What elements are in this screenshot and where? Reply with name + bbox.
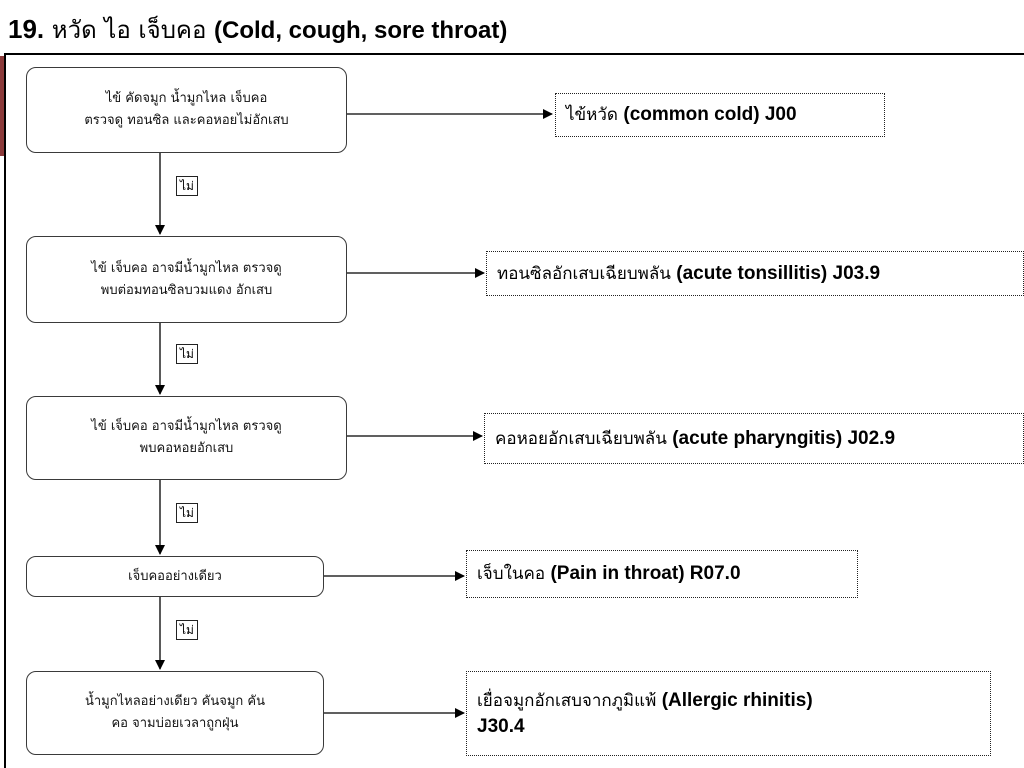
title-english: (Cold, cough, sore throat) (214, 17, 508, 44)
result-thai: คอหอยอักเสบเฉียบพลัน (495, 428, 667, 449)
diagram-frame (4, 53, 1024, 768)
condition-line: ไข้ คัดจมูก น้ำมูกไหล เจ็บคอ (105, 91, 268, 106)
condition-line: ตรวจดู ทอนซิล และคอหอยไม่อักเสบ (84, 113, 289, 128)
condition-box-3: ไข้ เจ็บคอ อาจมีน้ำมูกไหล ตรวจดู พบคอหอย… (26, 396, 347, 480)
no-label-text: ไม่ (180, 347, 194, 361)
page-title: 19. หวัด ไอ เจ็บคอ (Cold, cough, sore th… (8, 10, 1018, 48)
result-box-acute-pharyngitis: คอหอยอักเสบเฉียบพลัน (acute pharyngitis)… (484, 413, 1024, 464)
result-row: เยื่อจมูกอักเสบจากภูมิแพ้ (Allergic rhin… (477, 688, 813, 714)
result-thai: เจ็บในคอ (477, 564, 546, 584)
condition-box-1: ไข้ คัดจมูก น้ำมูกไหล เจ็บคอ ตรวจดู ทอนซ… (26, 67, 347, 153)
no-label-4: ไม่ (176, 620, 198, 640)
result-row: J30.4 (477, 714, 525, 740)
result-box-acute-tonsillitis: ทอนซิลอักเสบเฉียบพลัน (acute tonsillitis… (486, 251, 1024, 296)
condition-line: ไข้ เจ็บคอ อาจมีน้ำมูกไหล ตรวจดู (91, 419, 282, 434)
no-label-2: ไม่ (176, 344, 198, 364)
result-code: J30.4 (477, 715, 525, 737)
result-english: (acute pharyngitis) J02.9 (672, 427, 896, 449)
condition-box-4: เจ็บคออย่างเดียว (26, 556, 324, 597)
page-edge-marker (0, 56, 4, 156)
result-box-pain-in-throat: เจ็บในคอ (Pain in throat) R07.0 (466, 550, 858, 598)
condition-box-2: ไข้ เจ็บคอ อาจมีน้ำมูกไหล ตรวจดู พบต่อมท… (26, 236, 347, 323)
condition-line: พบคอหอยอักเสบ (139, 441, 234, 456)
result-english: (Allergic rhinitis) (661, 689, 813, 711)
no-label-text: ไม่ (180, 506, 194, 520)
condition-line: เจ็บคออย่างเดียว (128, 568, 222, 584)
condition-line: คอ จามบ่อยเวลาถูกฝุ่น (111, 716, 239, 731)
no-label-3: ไม่ (176, 503, 198, 523)
section-number: 19. (8, 14, 45, 44)
result-box-common-cold: ไข้หวัด (common cold) J00 (555, 93, 885, 137)
result-english: (common cold) J00 (623, 104, 797, 125)
condition-box-5: น้ำมูกไหลอย่างเดียว คันจมูก คัน คอ จามบ่… (26, 671, 324, 755)
condition-line: พบต่อมทอนซิลบวมแดง อักเสบ (100, 282, 273, 298)
no-label-1: ไม่ (176, 176, 198, 196)
result-box-allergic-rhinitis: เยื่อจมูกอักเสบจากภูมิแพ้ (Allergic rhin… (466, 671, 991, 756)
title-thai: หวัด ไอ เจ็บคอ (51, 16, 207, 44)
condition-line: น้ำมูกไหลอย่างเดียว คันจมูก คัน (84, 694, 266, 709)
result-thai: ทอนซิลอักเสบเฉียบพลัน (497, 263, 671, 284)
result-thai: ไข้หวัด (566, 105, 618, 125)
result-english: (Pain in throat) R07.0 (550, 563, 741, 584)
no-label-text: ไม่ (180, 623, 194, 637)
no-label-text: ไม่ (180, 179, 194, 193)
result-english: (acute tonsillitis) J03.9 (676, 262, 881, 284)
result-thai: เยื่อจมูกอักเสบจากภูมิแพ้ (477, 690, 657, 711)
condition-line: ไข้ เจ็บคอ อาจมีน้ำมูกไหล ตรวจดู (91, 260, 282, 276)
